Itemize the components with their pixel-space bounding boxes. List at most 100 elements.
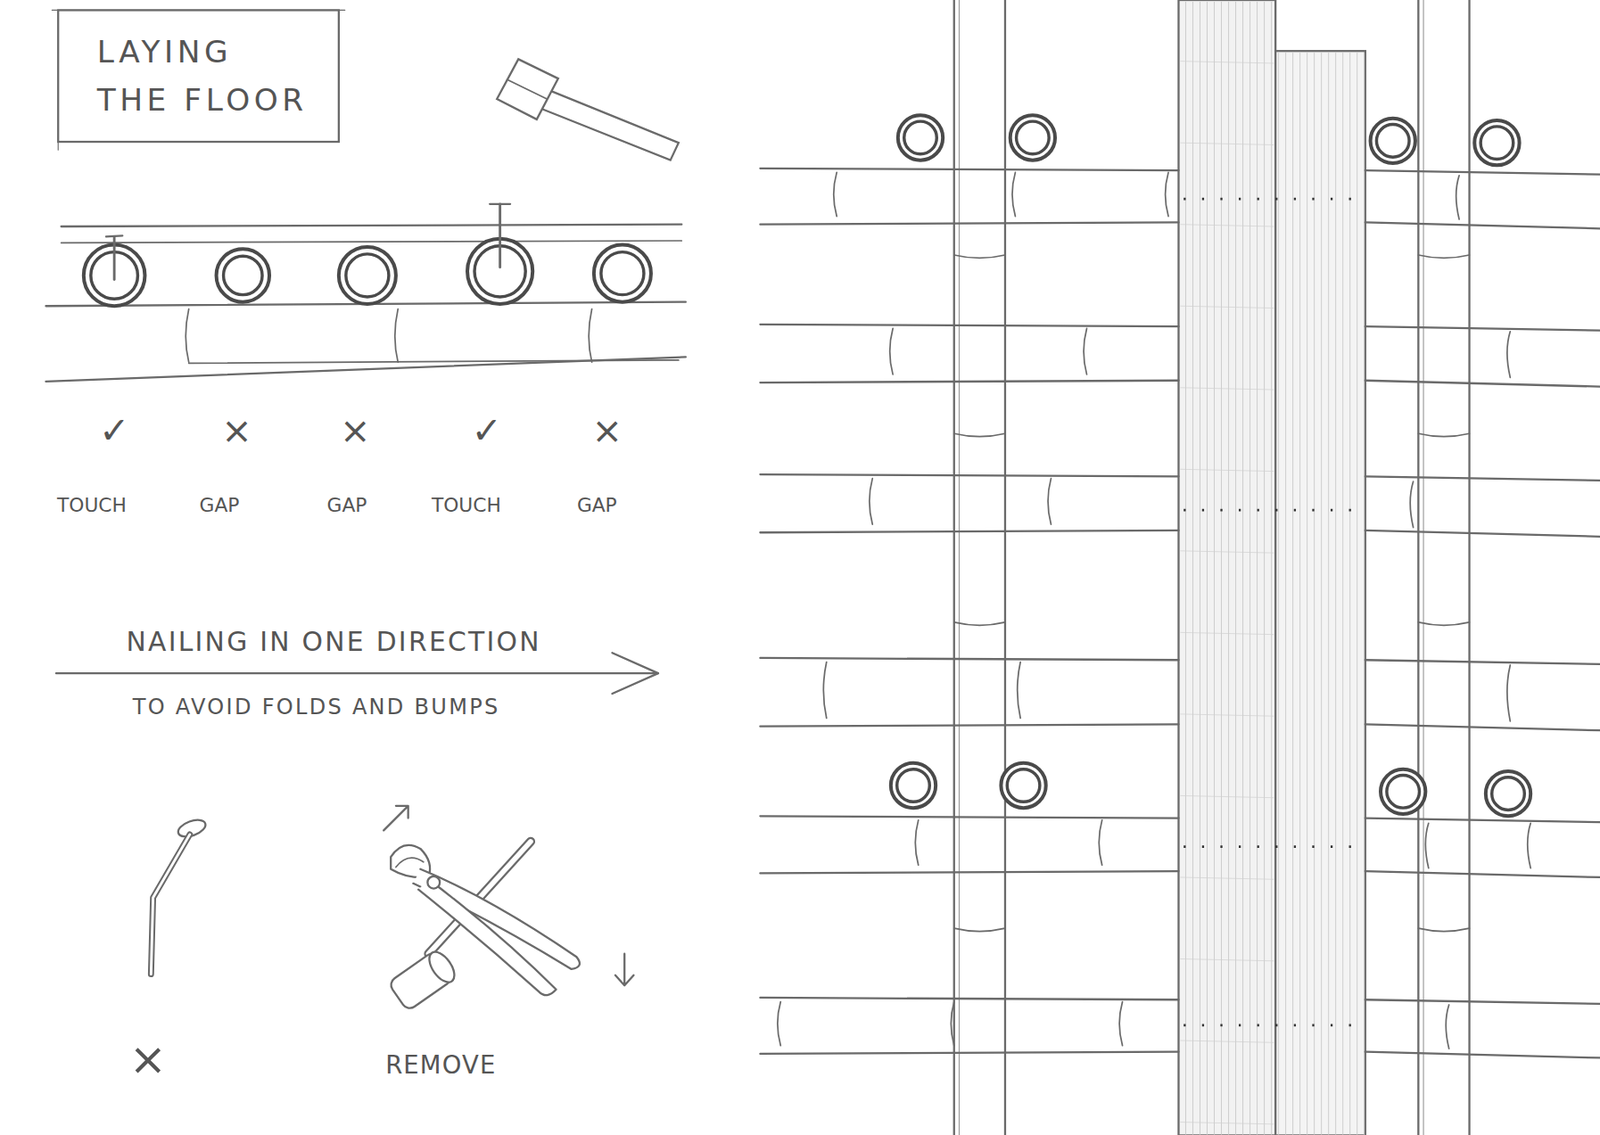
bamboo-node bbox=[395, 309, 398, 363]
bamboo-end-section bbox=[1370, 118, 1416, 164]
floor-beam bbox=[61, 224, 683, 227]
bamboo-node bbox=[890, 328, 893, 374]
board-grain bbox=[1242, 1, 1244, 1135]
board-grain bbox=[1180, 61, 1274, 64]
bamboo-purlin bbox=[1365, 222, 1600, 229]
board-grain bbox=[1342, 52, 1344, 1135]
bent-nail bbox=[150, 834, 190, 975]
nail-row-dots bbox=[1183, 845, 1362, 849]
hammer-head bbox=[496, 58, 559, 120]
bamboo-node bbox=[588, 309, 592, 363]
bamboo-purlin bbox=[1365, 476, 1600, 481]
board-grain bbox=[1180, 142, 1274, 145]
bamboo-joist bbox=[1422, 0, 1424, 1135]
board-grain bbox=[1313, 52, 1315, 1135]
bamboo-end-section bbox=[1016, 121, 1050, 155]
bamboo-slat-section bbox=[216, 248, 270, 302]
board-grain bbox=[1180, 387, 1274, 390]
bamboo-end-section bbox=[897, 769, 931, 803]
cross-mark: × bbox=[339, 408, 372, 453]
bent-nail bbox=[150, 834, 190, 975]
bamboo-purlin bbox=[759, 222, 1179, 224]
board-grain bbox=[1185, 1, 1187, 1135]
board-grain bbox=[1213, 1, 1215, 1135]
board-grain bbox=[1356, 52, 1358, 1135]
board-grain bbox=[1256, 1, 1258, 1135]
nail bbox=[113, 236, 116, 280]
cross-mark: × bbox=[221, 408, 253, 453]
bamboo-node bbox=[1418, 928, 1469, 932]
bamboo-end-section bbox=[890, 763, 936, 809]
bamboo-slat-section bbox=[338, 247, 396, 305]
floor-beam bbox=[45, 356, 685, 381]
bamboo-slat-section bbox=[346, 254, 389, 297]
title-frame bbox=[57, 141, 59, 150]
title-frame bbox=[51, 9, 345, 11]
bamboo-node bbox=[833, 172, 837, 216]
floor-beam bbox=[61, 240, 683, 243]
hammer-head bbox=[507, 79, 548, 99]
bamboo-purlin bbox=[759, 474, 1179, 477]
bamboo-end-section bbox=[1010, 115, 1056, 160]
board-grain bbox=[1180, 224, 1274, 227]
cross-mark: × bbox=[129, 1032, 167, 1087]
bamboo-node bbox=[1418, 255, 1469, 258]
bamboo-node bbox=[1083, 328, 1087, 374]
bamboo-purlin bbox=[1365, 871, 1600, 878]
pliers-pivot bbox=[427, 876, 440, 890]
bamboo-purlin bbox=[1365, 659, 1600, 665]
bamboo-node bbox=[1410, 481, 1413, 528]
bamboo-purlin bbox=[1365, 818, 1600, 824]
bamboo-purlin bbox=[1365, 530, 1600, 537]
bamboo-node bbox=[1527, 823, 1531, 868]
bamboo-node bbox=[1445, 1005, 1449, 1049]
board-grain bbox=[1180, 877, 1274, 880]
bamboo-slat-section bbox=[593, 245, 652, 303]
bamboo-node bbox=[777, 1002, 781, 1047]
bamboo-joist bbox=[1468, 0, 1470, 1135]
board-grain bbox=[1270, 1, 1272, 1135]
bamboo-node bbox=[1017, 662, 1021, 719]
bamboo-purlin bbox=[759, 324, 1179, 327]
board-grain bbox=[1363, 52, 1365, 1135]
title-text: LAYING THE FLOOR bbox=[97, 28, 317, 124]
bamboo-end-section bbox=[1474, 120, 1519, 165]
bamboo-purlin bbox=[759, 658, 1179, 660]
bamboo-purlin bbox=[759, 997, 1179, 1000]
bamboo-piece-end bbox=[424, 948, 460, 988]
bamboo-node bbox=[823, 662, 826, 719]
bamboo-node bbox=[869, 478, 873, 525]
board-grain bbox=[1335, 52, 1337, 1135]
pliers-handle bbox=[418, 879, 556, 996]
bamboo-end-section bbox=[1000, 763, 1046, 809]
bamboo-node bbox=[1456, 175, 1460, 220]
nail bbox=[498, 204, 502, 268]
board-grain bbox=[1180, 714, 1274, 717]
board-grain bbox=[1199, 1, 1201, 1135]
bamboo-node bbox=[1165, 172, 1169, 216]
bamboo-node bbox=[954, 622, 1006, 626]
board-grain bbox=[1180, 1122, 1274, 1125]
board-grain bbox=[1192, 1, 1194, 1135]
bamboo-node bbox=[954, 433, 1006, 437]
board-grain bbox=[1180, 958, 1274, 961]
bamboo-node bbox=[915, 820, 918, 866]
bamboo-purlin bbox=[759, 530, 1179, 533]
bamboo-end-section bbox=[1492, 777, 1526, 811]
bamboo-end-section bbox=[1376, 124, 1410, 158]
instruction-text: NAILING IN ONE DIRECTION bbox=[125, 626, 541, 659]
board-grain bbox=[1180, 795, 1274, 798]
board-grain bbox=[1249, 1, 1251, 1135]
bamboo-node bbox=[1418, 622, 1469, 626]
bamboo-node bbox=[1418, 433, 1469, 437]
bamboo-node bbox=[1098, 820, 1102, 866]
board-grain bbox=[1180, 632, 1274, 635]
bamboo-end-section bbox=[898, 115, 943, 160]
bamboo-purlin bbox=[759, 871, 1179, 874]
bamboo-purlin bbox=[759, 1052, 1179, 1055]
check-mark: ✓ bbox=[470, 408, 503, 453]
bamboo-node bbox=[1425, 823, 1428, 868]
board-grain bbox=[1327, 52, 1329, 1135]
floor-board bbox=[1275, 50, 1366, 1135]
